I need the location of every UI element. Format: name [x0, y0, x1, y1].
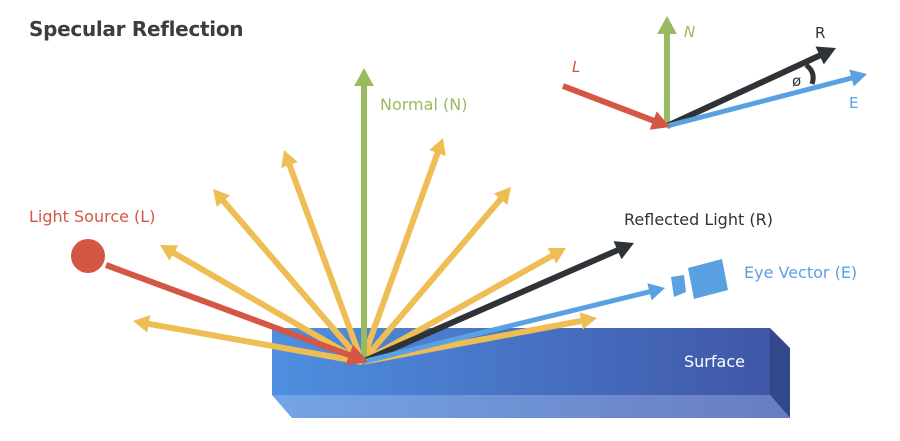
inset-eye-arrow — [666, 69, 867, 129]
eye-vector-label: Eye Vector (E) — [744, 263, 857, 282]
eye-vector-arrow — [361, 283, 665, 365]
scattered-light-rays — [133, 138, 597, 365]
diagram-title: Specular Reflection — [29, 17, 244, 41]
scatter-arrow — [281, 150, 365, 364]
main-vectors — [104, 68, 665, 366]
reflected-label: Reflected Light (R) — [624, 210, 773, 229]
inset-reflected-arrow — [665, 46, 836, 129]
surface-label: Surface — [684, 352, 745, 371]
inset-label-n: N — [684, 23, 695, 41]
inset-light-arrow — [561, 83, 670, 130]
reflected-arrow — [360, 241, 634, 365]
scatter-arrow — [213, 189, 365, 364]
light-ray-arrow — [104, 262, 368, 366]
inset-angle-arc — [804, 62, 816, 85]
scatter-arrow — [359, 187, 511, 364]
inset-vector-diagram — [561, 16, 867, 130]
camera-icon — [671, 259, 728, 299]
surface-bottom-face — [272, 395, 790, 418]
inset-normal-arrow — [657, 16, 677, 126]
inset-label-l: L — [572, 58, 580, 76]
scatter-arrow — [359, 138, 446, 364]
inset-label-e: E — [849, 94, 858, 112]
surface-side-face — [770, 328, 790, 418]
inset-angle-label: ø — [792, 72, 801, 90]
scatter-arrow — [133, 315, 363, 365]
light-source-dot — [71, 239, 105, 273]
inset-label-r: R — [815, 24, 825, 42]
normal-arrow — [354, 68, 374, 362]
scatter-arrow — [160, 245, 364, 365]
normal-label: Normal (N) — [380, 95, 467, 114]
surface-block: Surface — [272, 328, 790, 418]
scatter-arrow — [360, 248, 566, 365]
light-source-label: Light Source (L) — [29, 207, 155, 226]
